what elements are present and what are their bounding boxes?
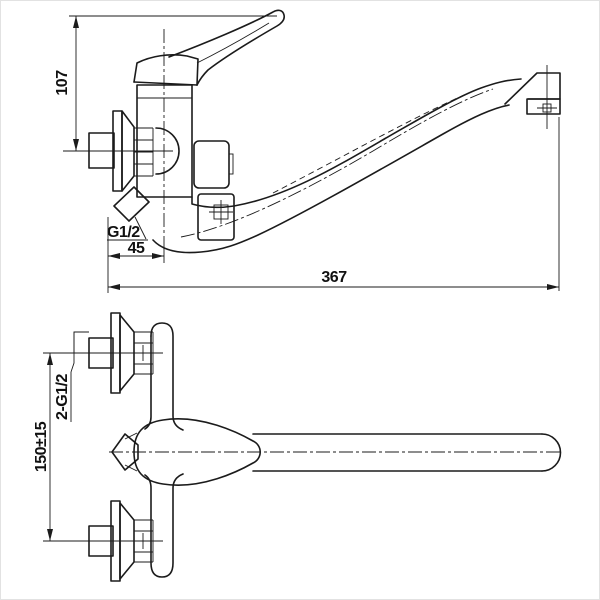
shower-outlet-stub xyxy=(113,186,150,240)
dim-45-text: 45 xyxy=(128,240,145,257)
lever-handle-side xyxy=(133,9,285,86)
wall-anchor-bottom xyxy=(61,500,163,582)
spout-plan xyxy=(109,433,562,472)
side-view: 107 xyxy=(54,9,561,293)
label-2g12: 2-G1/2 xyxy=(54,331,89,422)
mixer-body-side xyxy=(136,29,193,243)
label-g12: G1/2 xyxy=(107,224,148,241)
dimension-107: 107 xyxy=(54,15,277,151)
wall-anchor-top xyxy=(61,312,163,394)
plan-view: 150±15 2-G1/2 xyxy=(33,312,562,582)
diverter-block xyxy=(193,140,235,241)
g12-text: G1/2 xyxy=(107,224,140,241)
body-boss-dome xyxy=(155,127,180,175)
dim-150-text: 150±15 xyxy=(33,421,50,472)
wall-anchor-side xyxy=(63,110,180,192)
spout-outlet-head xyxy=(504,65,561,129)
dim-367-text: 367 xyxy=(321,269,347,286)
dimension-45: 45 xyxy=(107,217,165,293)
spout-side xyxy=(152,78,522,254)
mixer-body-plan xyxy=(144,322,184,578)
2g12-text: 2-G1/2 xyxy=(54,373,71,420)
dimension-367: 367 xyxy=(108,117,560,291)
dimension-150: 150±15 xyxy=(33,352,77,542)
dim-107-text: 107 xyxy=(54,70,71,96)
